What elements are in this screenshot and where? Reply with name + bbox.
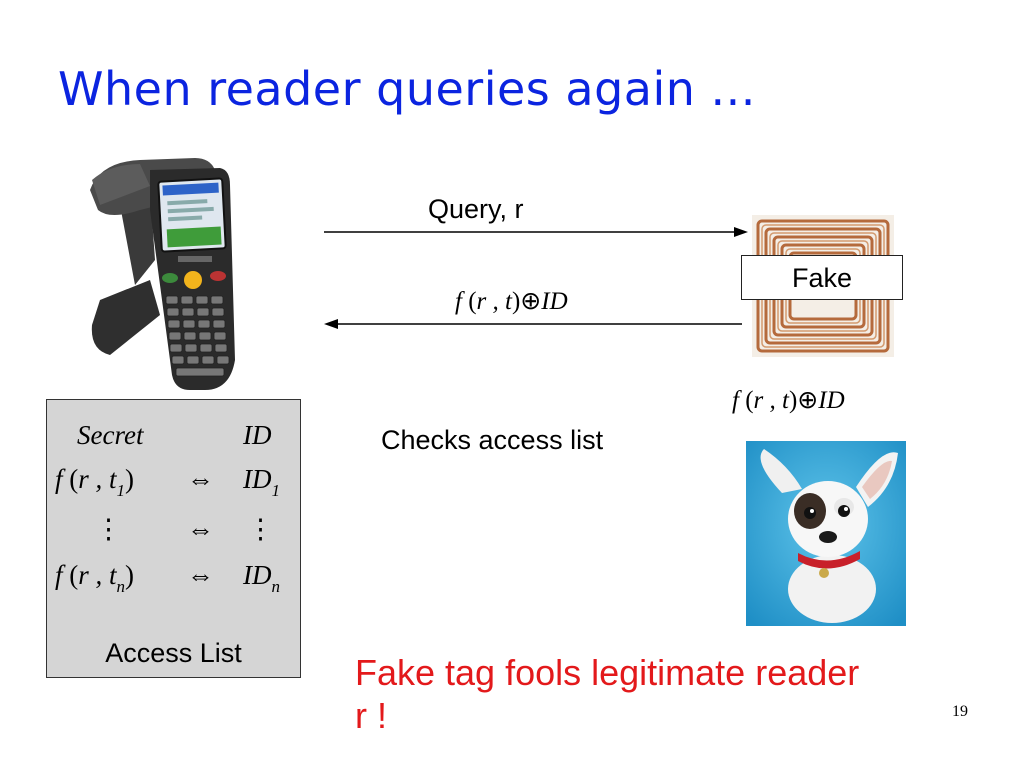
query-message: Query, r	[428, 194, 524, 224]
checks-message: Checks access list	[381, 425, 604, 455]
rfid-reader-image	[90, 158, 235, 390]
fake-tag-note: Fake tag fools legitimate reader r !	[355, 652, 860, 736]
access-list-panel: Secret ID f (r , t1) ⇔ ID1 ⋮ ⇔ ⋮ f (r , …	[46, 399, 301, 678]
access-list-label: Access List	[105, 638, 242, 668]
query-arrow	[324, 227, 748, 237]
dog-image	[746, 441, 906, 626]
slide-title: When reader queries again ...	[58, 62, 756, 116]
id-column-header: ID	[243, 420, 272, 450]
secret-column-header: Secret	[77, 420, 144, 450]
response-arrow	[324, 319, 742, 329]
tag-formula: f (r , t)⊕ID	[732, 387, 845, 414]
page-number: 19	[952, 703, 968, 720]
fake-tag-label: Fake	[741, 255, 903, 300]
response-formula: f (r , t)⊕ID	[455, 288, 568, 315]
